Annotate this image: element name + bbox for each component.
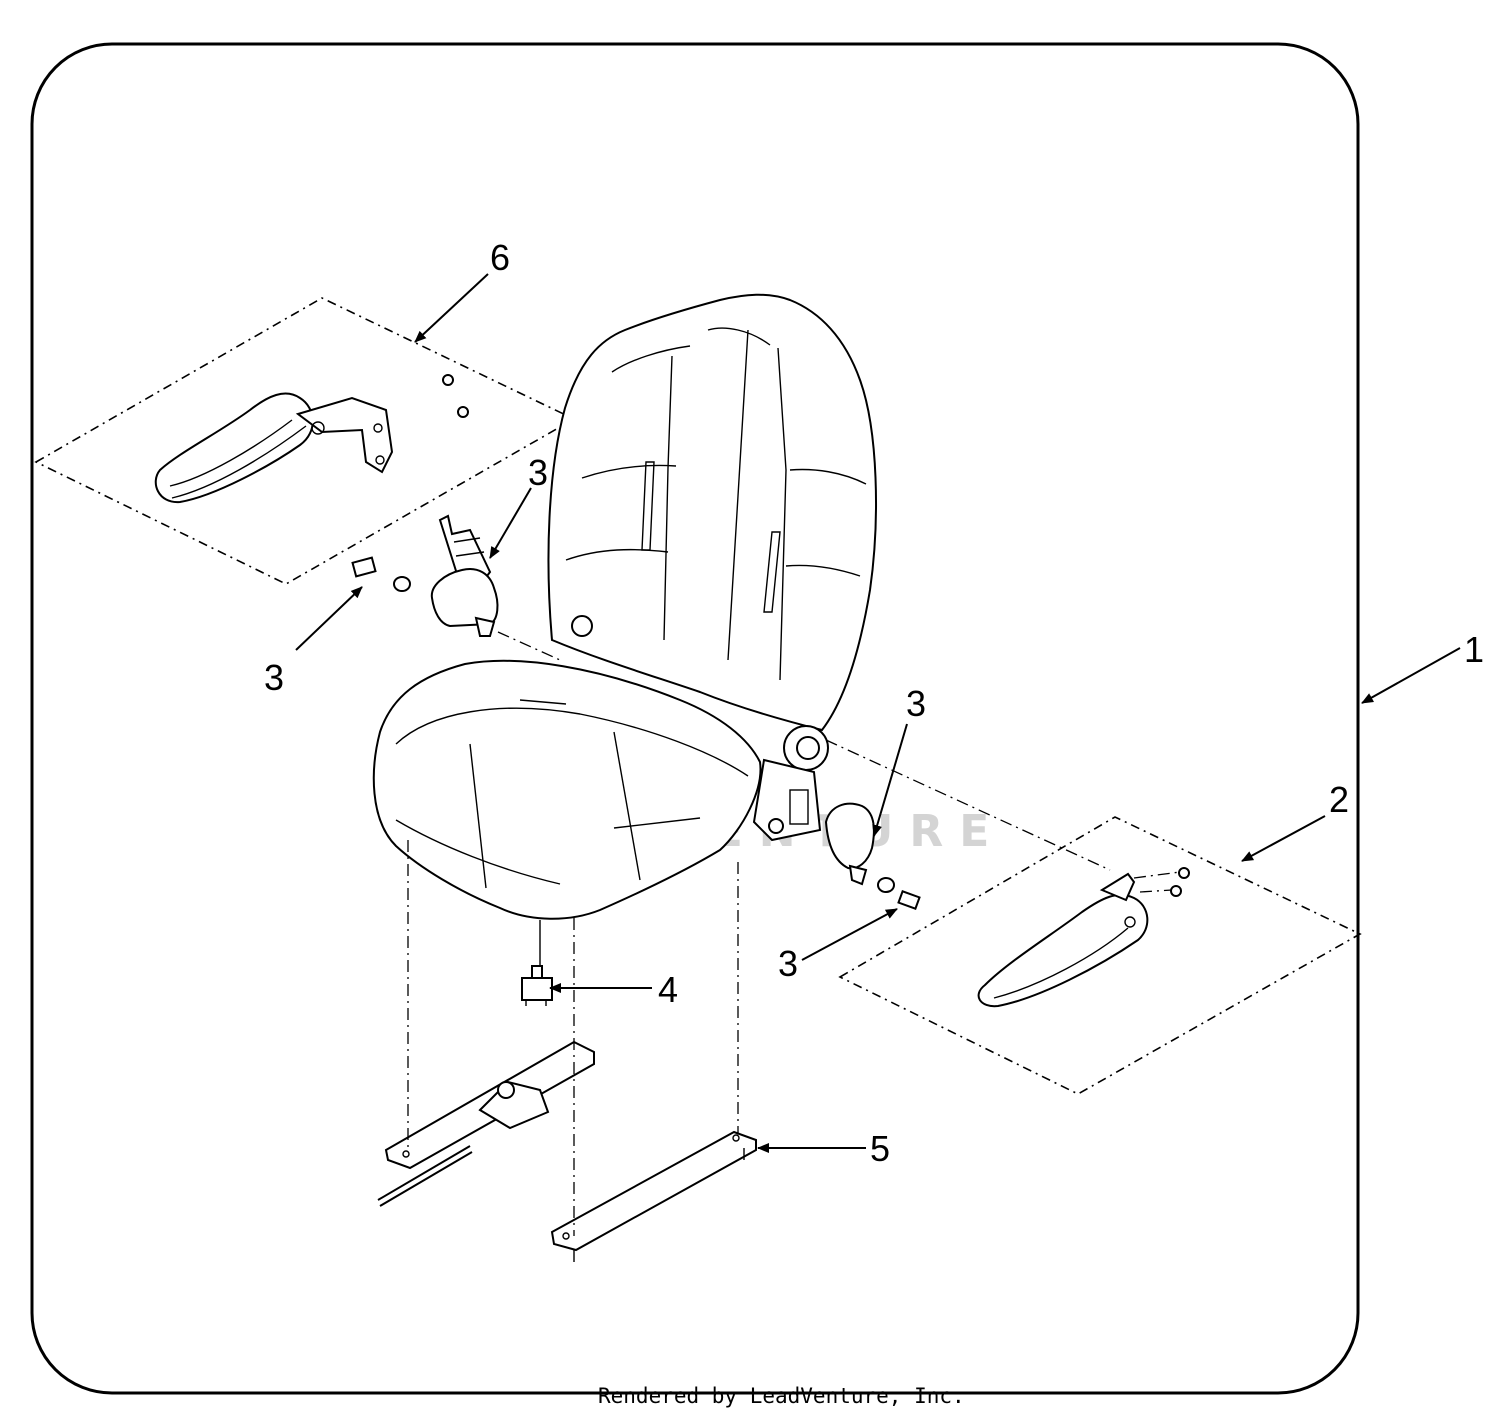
seat-slide-rail-right: [550, 1130, 757, 1262]
seat-belt-retractor: [351, 514, 561, 661]
seat-belt-buckle: [824, 739, 1111, 910]
assembly-frame: [30, 42, 1360, 1395]
callout-4: 4: [658, 969, 678, 1010]
callout-leader-3a: [489, 487, 532, 559]
seat-slide-rail-left: [377, 1040, 595, 1207]
callout-3-left-bolt: 3: [264, 657, 284, 698]
callout-3-buckle: 3: [906, 683, 926, 724]
armrest-left-group: [34, 297, 576, 585]
footer-credit: Rendered by LeadVenture, Inc.: [598, 1384, 965, 1408]
callout-3-right-bolt: 3: [778, 943, 798, 984]
seat: [372, 293, 877, 920]
callout-leader-3d: [801, 908, 898, 961]
callout-1: 1: [1464, 629, 1484, 670]
callout-leader-3c: [872, 723, 908, 837]
callout-leader-1: [1361, 647, 1461, 704]
callout-leader-3b: [295, 586, 363, 651]
seat-switch: [521, 920, 553, 1006]
callout-3-belt-retractor: 3: [528, 452, 548, 493]
callout-5: 5: [870, 1128, 890, 1169]
callout-leader-6: [414, 273, 489, 343]
armrest-right-group: [838, 816, 1362, 1095]
callout-2: 2: [1329, 779, 1349, 820]
callout-6: 6: [490, 237, 510, 278]
callout-leader-2: [1241, 815, 1326, 862]
